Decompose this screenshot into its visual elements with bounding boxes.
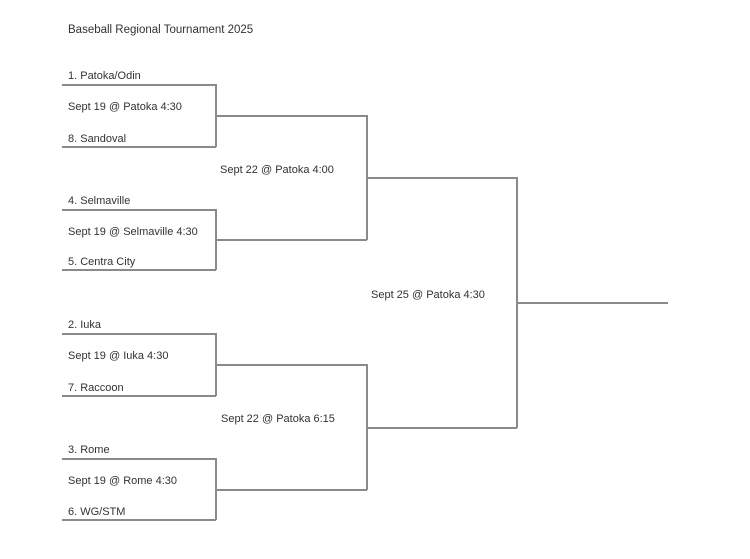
bracket-line-r1m3-bottom: [62, 395, 216, 397]
bracket-line-r2m2-connector: [366, 427, 517, 429]
bracket-line-r1m3-connector: [215, 364, 367, 366]
bracket-line-r1m1-connector: [215, 115, 367, 117]
bracket-line-r1m2-connector: [215, 239, 367, 241]
round1-match3-bottom-seed: 7. Raccoon: [68, 382, 124, 394]
round1-match3-game-info: Sept 19 @ Iuka 4:30: [68, 350, 169, 362]
bracket-line-r1m4-connector: [215, 489, 367, 491]
round1-match2-top-seed: 4. Selmaville: [68, 195, 131, 207]
bracket-line-r1m2-bottom: [62, 269, 216, 271]
round1-match3-top-seed: 2. Iuka: [68, 319, 102, 331]
round2-match1-game-info: Sept 22 @ Patoka 4:00: [220, 164, 334, 176]
bracket-line-winner: [516, 302, 668, 304]
round1-match4-game-info: Sept 19 @ Rome 4:30: [68, 475, 178, 487]
bracket-line-r1m4-top: [62, 458, 216, 460]
bracket-line-r1m3-top: [62, 333, 216, 335]
page-title: Baseball Regional Tournament 2025: [68, 24, 254, 36]
bracket-line-r1m4-bottom: [62, 519, 216, 521]
final-game-info: Sept 25 @ Patoka 4:30: [371, 289, 485, 301]
bracket-line-r1m2-top: [62, 209, 216, 211]
round1-match1-bottom-seed: 8. Sandoval: [68, 133, 127, 145]
round2-match2-game-info: Sept 22 @ Patoka 6:15: [221, 413, 335, 425]
bracket-line-r2m1-connector: [366, 177, 517, 179]
round1-match4-bottom-seed: 6. WG/STM: [68, 506, 126, 518]
round1-match2-game-info: Sept 19 @ Selmaville 4:30: [68, 226, 198, 238]
bracket-line-r1m1-top: [62, 84, 216, 86]
round1-match1-game-info: Sept 19 @ Patoka 4:30: [68, 101, 182, 113]
round1-match1-top-seed: 1. Patoka/Odin: [68, 70, 141, 82]
round1-match2-bottom-seed: 5. Centra City: [68, 256, 136, 268]
bracket-line-r1m1-bottom: [62, 146, 216, 148]
round1-match4-top-seed: 3. Rome: [68, 444, 110, 456]
